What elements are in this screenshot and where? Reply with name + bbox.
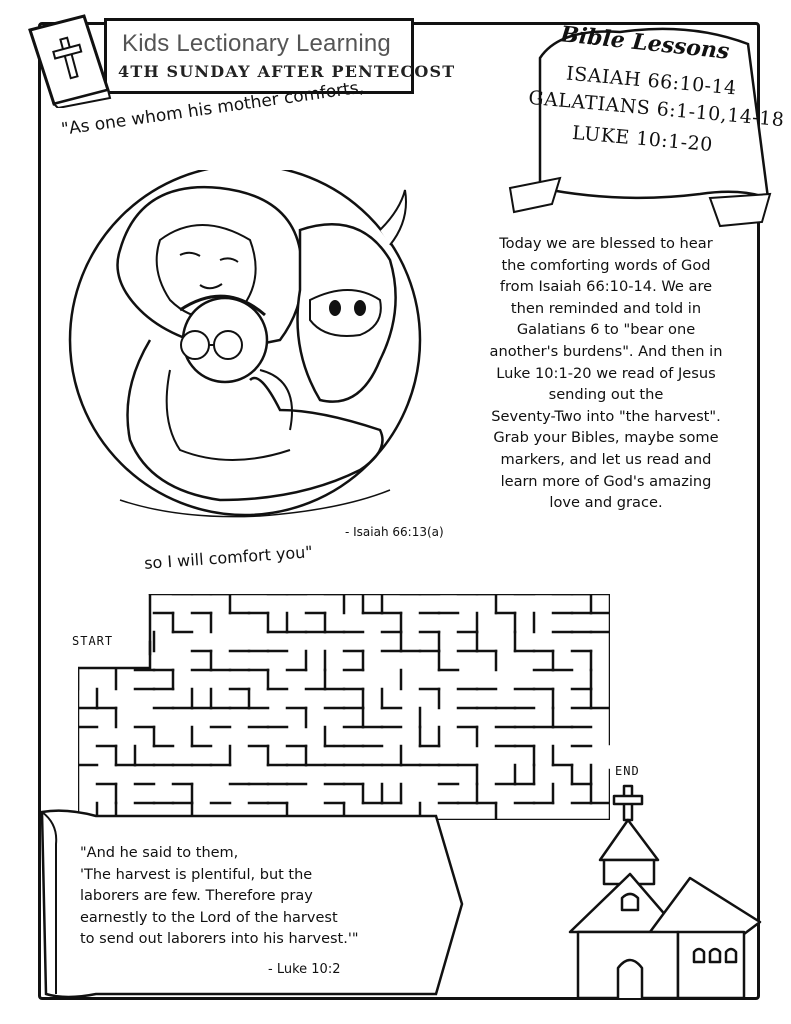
bible-icon <box>28 14 112 108</box>
intro-line: Grab your Bibles, maybe some <box>493 429 719 447</box>
intro-line: markers, and let us read and <box>500 450 712 468</box>
intro-line: another's burdens". And then in <box>489 342 723 360</box>
illustration-reference: - Isaiah 66:13(a) <box>345 525 444 539</box>
verse-line: earnestly to the Lord of the harvest <box>80 909 338 926</box>
intro-line: then reminded and told in <box>510 299 702 317</box>
maze-end-label: END <box>615 764 640 778</box>
intro-line: Galatians 6 to "bear one <box>516 321 696 339</box>
church-illustration <box>568 784 762 1000</box>
intro-line: Seventy-Two into "the harvest". <box>491 407 721 425</box>
intro-line: learn more of God's amazing <box>500 472 712 490</box>
intro-text: Today we are blessed to hear the comfort… <box>460 233 752 514</box>
intro-line: Luke 10:1-20 we read of Jesus <box>496 364 716 382</box>
mother-child-illustration <box>68 170 422 518</box>
lessons-scroll <box>508 27 772 228</box>
verse-reference: - Luke 10:2 <box>268 962 341 977</box>
verse-scroll <box>40 809 464 999</box>
intro-line: from Isaiah 66:10-14. We are <box>499 278 713 296</box>
intro-line: Today we are blessed to hear <box>499 235 713 252</box>
verse-line: to send out laborers into his harvest.'" <box>80 931 359 947</box>
verse-text: "And he said to them, 'The harvest is pl… <box>80 843 440 951</box>
maze-start-label: START <box>72 634 114 648</box>
verse-line: "And he said to them, <box>80 845 239 861</box>
page-title: Kids Lectionary Learning <box>122 30 391 57</box>
intro-line: sending out the <box>548 386 664 404</box>
page-subtitle: 4TH SUNDAY AFTER PENTECOST <box>118 62 456 81</box>
intro-line: love and grace. <box>549 494 663 512</box>
title-banner <box>104 18 414 94</box>
maze[interactable] <box>78 594 610 820</box>
intro-line: the comforting words of God <box>501 256 711 274</box>
verse-line: laborers are few. Therefore pray <box>80 888 313 904</box>
verse-line: 'The harvest is plentiful, but the <box>80 866 313 883</box>
